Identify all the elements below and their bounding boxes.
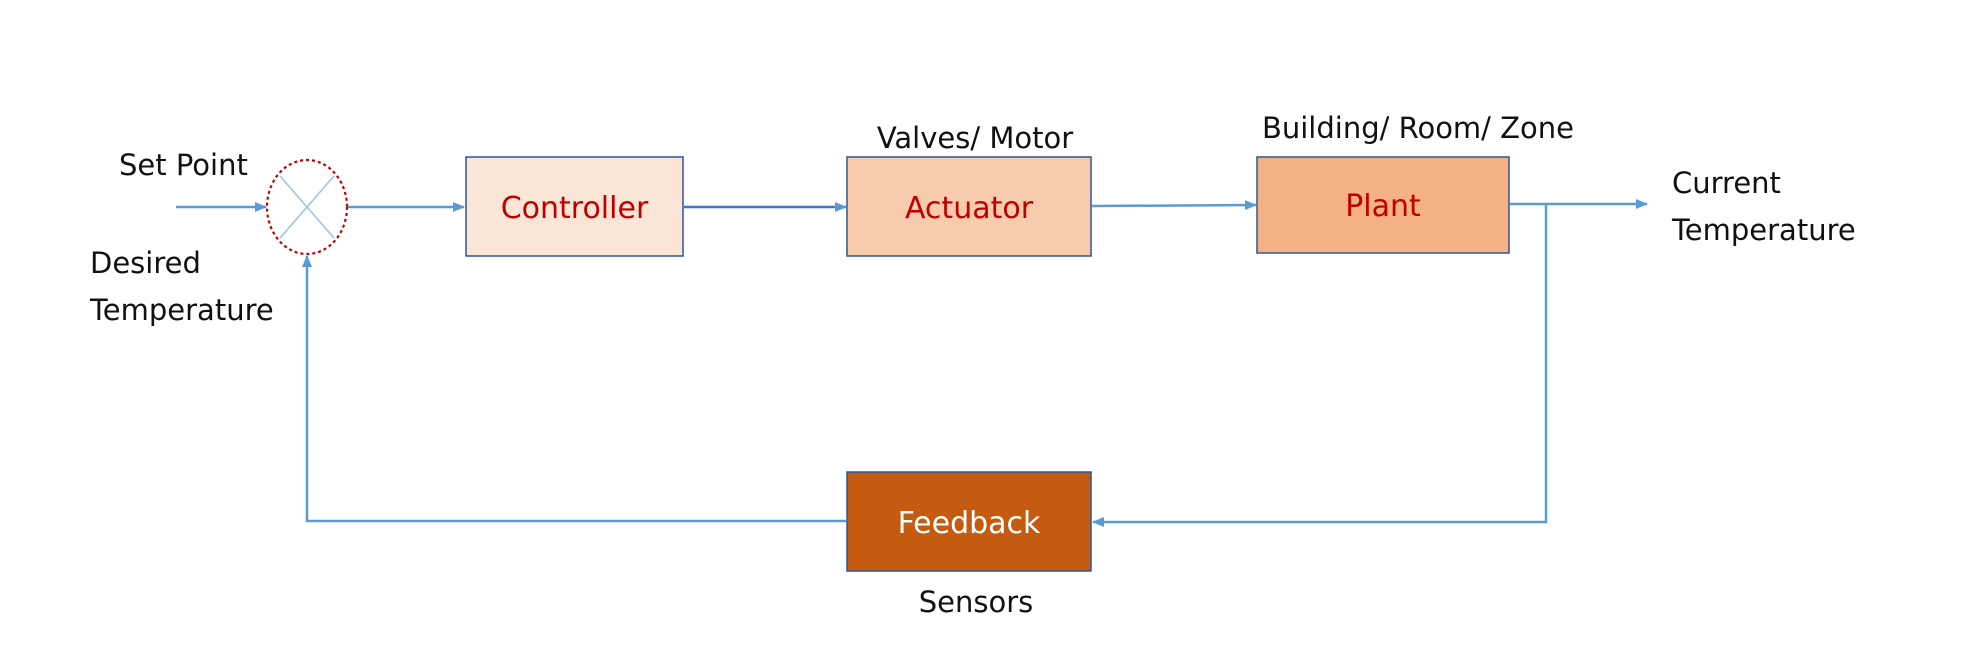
connectors	[176, 199, 1648, 527]
current-temperature-label-line2: Temperature	[1671, 213, 1856, 247]
plant-block: Plant	[1256, 156, 1510, 254]
output-to-feedback-arrow	[1092, 204, 1548, 527]
plant-box	[1256, 156, 1510, 254]
actuator-block: Actuator	[846, 156, 1092, 257]
controller-block: Controller	[465, 156, 684, 257]
summing-junction	[265, 158, 349, 256]
feedback-caption: Sensors	[919, 585, 1034, 619]
set-point-label: Set Point	[119, 148, 248, 182]
plant-label: Plant	[1345, 189, 1421, 224]
current-temperature-label-line1: Current	[1672, 166, 1781, 200]
desired-temperature-label-line2: Temperature	[89, 293, 274, 327]
feedback-to-junction-arrow	[302, 255, 846, 523]
summing-junction-cross-b	[279, 175, 335, 239]
feedback-label: Feedback	[898, 506, 1041, 541]
actuator-label: Actuator	[905, 191, 1034, 226]
actuator-caption: Valves/ Motor	[877, 121, 1073, 155]
feedback-box	[846, 471, 1092, 572]
desired-temperature-label-line1: Desired	[90, 246, 201, 280]
controller-label: Controller	[501, 191, 649, 226]
actuator-to-plant-arrow	[1091, 200, 1257, 211]
plant-caption: Building/ Room/ Zone	[1262, 111, 1574, 145]
controller-box	[465, 156, 684, 257]
actuator-box	[846, 156, 1092, 257]
feedback-block: Feedback	[846, 471, 1092, 572]
